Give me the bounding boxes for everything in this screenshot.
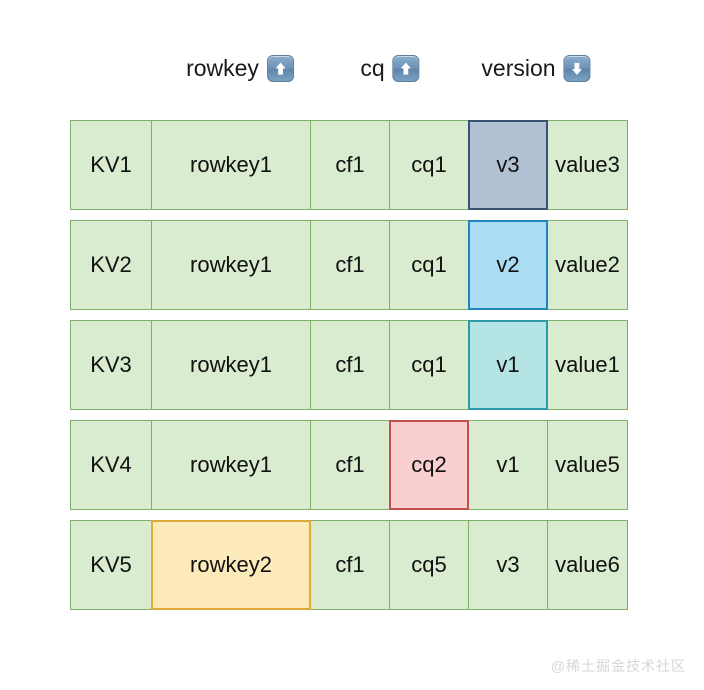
cell-rowkey: rowkey1 — [151, 320, 311, 410]
cell-cq: cq1 — [389, 120, 469, 210]
cell-kv: KV1 — [70, 120, 152, 210]
cell-value: value6 — [547, 520, 628, 610]
arrow-up-icon[interactable] — [392, 55, 420, 82]
cell-cq: cq2 — [389, 420, 469, 510]
cell-value: value5 — [547, 420, 628, 510]
cell-cf: cf1 — [310, 420, 390, 510]
cell-rowkey: rowkey2 — [151, 520, 311, 610]
cell-rowkey: rowkey1 — [151, 220, 311, 310]
cell-cf: cf1 — [310, 120, 390, 210]
arrow-down-icon[interactable] — [563, 55, 591, 82]
cell-cq: cq5 — [389, 520, 469, 610]
sort-header-rowkey[interactable]: rowkey — [186, 55, 294, 82]
sort-header-version[interactable]: version — [481, 55, 591, 82]
cell-cq: cq1 — [389, 220, 469, 310]
cell-value: value3 — [547, 120, 628, 210]
cell-version: v1 — [468, 320, 548, 410]
watermark: @稀土掘金技术社区 — [550, 658, 686, 674]
cell-version: v1 — [468, 420, 548, 510]
cell-cf: cf1 — [310, 320, 390, 410]
cell-rowkey: rowkey1 — [151, 420, 311, 510]
cell-cq: cq1 — [389, 320, 469, 410]
cell-value: value2 — [547, 220, 628, 310]
cell-kv: KV4 — [70, 420, 152, 510]
arrow-up-icon[interactable] — [266, 55, 294, 82]
cell-version: v2 — [468, 220, 548, 310]
cell-kv: KV3 — [70, 320, 152, 410]
cell-cf: cf1 — [310, 220, 390, 310]
cell-rowkey: rowkey1 — [151, 120, 311, 210]
sort-header-label: version — [481, 55, 556, 81]
cell-version: v3 — [468, 520, 548, 610]
cell-value: value1 — [547, 320, 628, 410]
cell-kv: KV5 — [70, 520, 152, 610]
sort-header-row: rowkey cq version — [0, 55, 704, 97]
sort-header-label: cq — [360, 55, 385, 81]
sort-header-label: rowkey — [186, 55, 259, 81]
sort-header-cq[interactable]: cq — [360, 55, 420, 82]
cell-cf: cf1 — [310, 520, 390, 610]
cell-version: v3 — [468, 120, 548, 210]
cell-kv: KV2 — [70, 220, 152, 310]
